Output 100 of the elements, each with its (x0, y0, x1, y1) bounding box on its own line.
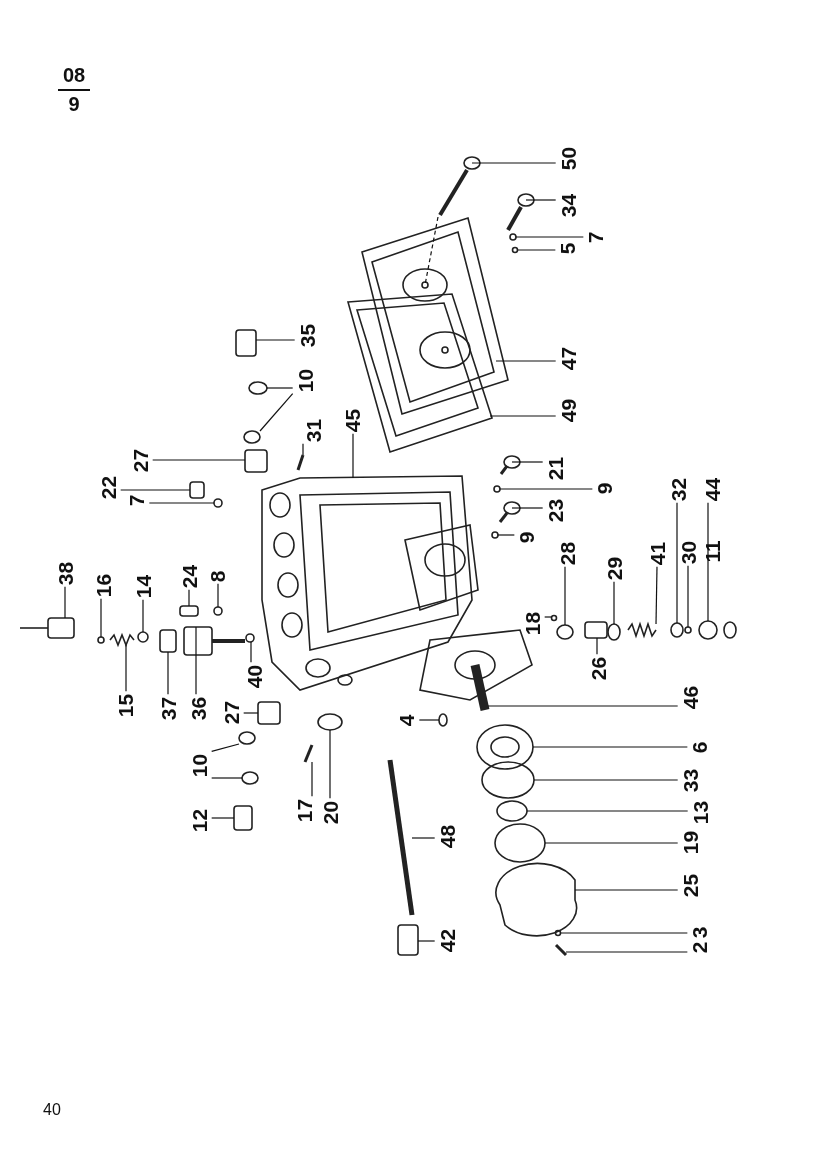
callout-number: 32 (667, 477, 689, 501)
callout-number: 27 (129, 448, 151, 472)
leader-line (676, 502, 678, 624)
leader-line (532, 746, 688, 748)
leader-line (250, 641, 252, 663)
leader-line (495, 360, 557, 362)
center-line (424, 216, 439, 286)
leader-line (259, 393, 294, 432)
leader-line (526, 810, 689, 812)
spring-drawing (627, 621, 657, 639)
leader-line (596, 637, 598, 655)
callout-number: 38 (54, 561, 76, 585)
washer (213, 606, 223, 616)
leader-line (302, 443, 304, 456)
leader-line (266, 387, 294, 389)
callout-number: 13 (689, 800, 711, 824)
callout-number: 9 (594, 482, 616, 494)
washer (493, 485, 501, 493)
callout-number: 15 (114, 693, 136, 717)
leader-line (125, 644, 127, 692)
leader-line (100, 598, 102, 638)
leader-line (655, 566, 658, 625)
washer (137, 631, 149, 643)
spring-drawing (109, 632, 135, 648)
bolt-drawing (438, 156, 481, 217)
callout-number: 9 (516, 531, 538, 543)
leader-line (152, 459, 246, 461)
leader-line (515, 236, 584, 238)
callout-number: 44 (701, 477, 723, 501)
callout-number: 2 (689, 941, 711, 953)
callout-number: 50 (557, 146, 579, 170)
banjo-bolt (235, 329, 257, 357)
key (438, 713, 448, 727)
leader-line (559, 932, 688, 934)
pin (179, 605, 199, 617)
banjo-bolt (233, 805, 253, 831)
callout-number: 49 (557, 398, 579, 422)
washer (509, 233, 517, 241)
callout-number: 30 (677, 540, 699, 564)
nut (556, 624, 574, 640)
leader-line (511, 507, 544, 509)
plug (257, 701, 281, 725)
washer (248, 381, 268, 395)
valve-seat (159, 629, 177, 653)
leader-line (544, 616, 553, 618)
cover-plate-drawing (361, 216, 509, 416)
callout-number: 45 (341, 408, 363, 432)
leader-line (211, 743, 240, 752)
washer (213, 498, 223, 508)
leader-line (188, 589, 190, 607)
leader-line (211, 777, 243, 779)
callout-number: 37 (157, 696, 179, 720)
callout-number: 16 (92, 573, 114, 597)
leader-line (613, 581, 615, 625)
plug-drawing (19, 617, 75, 639)
callout-number: 11 (701, 539, 723, 563)
plunger-drawing (183, 626, 245, 656)
screw (554, 943, 568, 957)
leader-line (352, 433, 354, 479)
leader-line (255, 339, 296, 341)
leader-line (533, 779, 679, 781)
bearing-drawing (476, 724, 534, 770)
leader-line (418, 719, 440, 721)
end-cover-drawing (495, 862, 578, 937)
leader-line (565, 951, 688, 953)
o-ring (494, 823, 546, 863)
valve (584, 621, 608, 639)
screw-drawing (499, 455, 521, 475)
callout-number: 23 (544, 498, 566, 522)
callout-number: 31 (302, 418, 324, 442)
callout-number: 8 (207, 570, 229, 582)
washer (245, 633, 255, 643)
callout-number: 17 (293, 798, 315, 822)
bolt (189, 481, 205, 499)
washer (238, 731, 256, 745)
leader-line (211, 817, 235, 819)
callout-number: 10 (188, 753, 210, 777)
callout-number: 41 (646, 541, 668, 565)
leader-line (511, 461, 544, 463)
o-ring (481, 761, 535, 799)
leader-line (411, 837, 436, 839)
callout-number: 24 (178, 564, 200, 588)
plug (244, 449, 268, 473)
callout-number: 46 (679, 685, 701, 709)
callout-number: 28 (556, 541, 578, 565)
leader-line (707, 502, 709, 622)
callout-number: 4 (396, 714, 418, 726)
leader-line (574, 889, 679, 891)
leader-line (417, 940, 436, 942)
callout-number: 47 (557, 346, 579, 370)
callout-number: 40 (243, 664, 265, 688)
leader-line (217, 583, 219, 608)
callout-number: 19 (679, 830, 701, 854)
plug (397, 924, 419, 956)
nut (317, 713, 343, 731)
seal-ring (496, 800, 528, 822)
page-section-number: 08 (63, 65, 86, 85)
callout-number: 48 (436, 824, 458, 848)
screw-drawing (498, 501, 521, 523)
callout-number: 34 (557, 193, 579, 217)
